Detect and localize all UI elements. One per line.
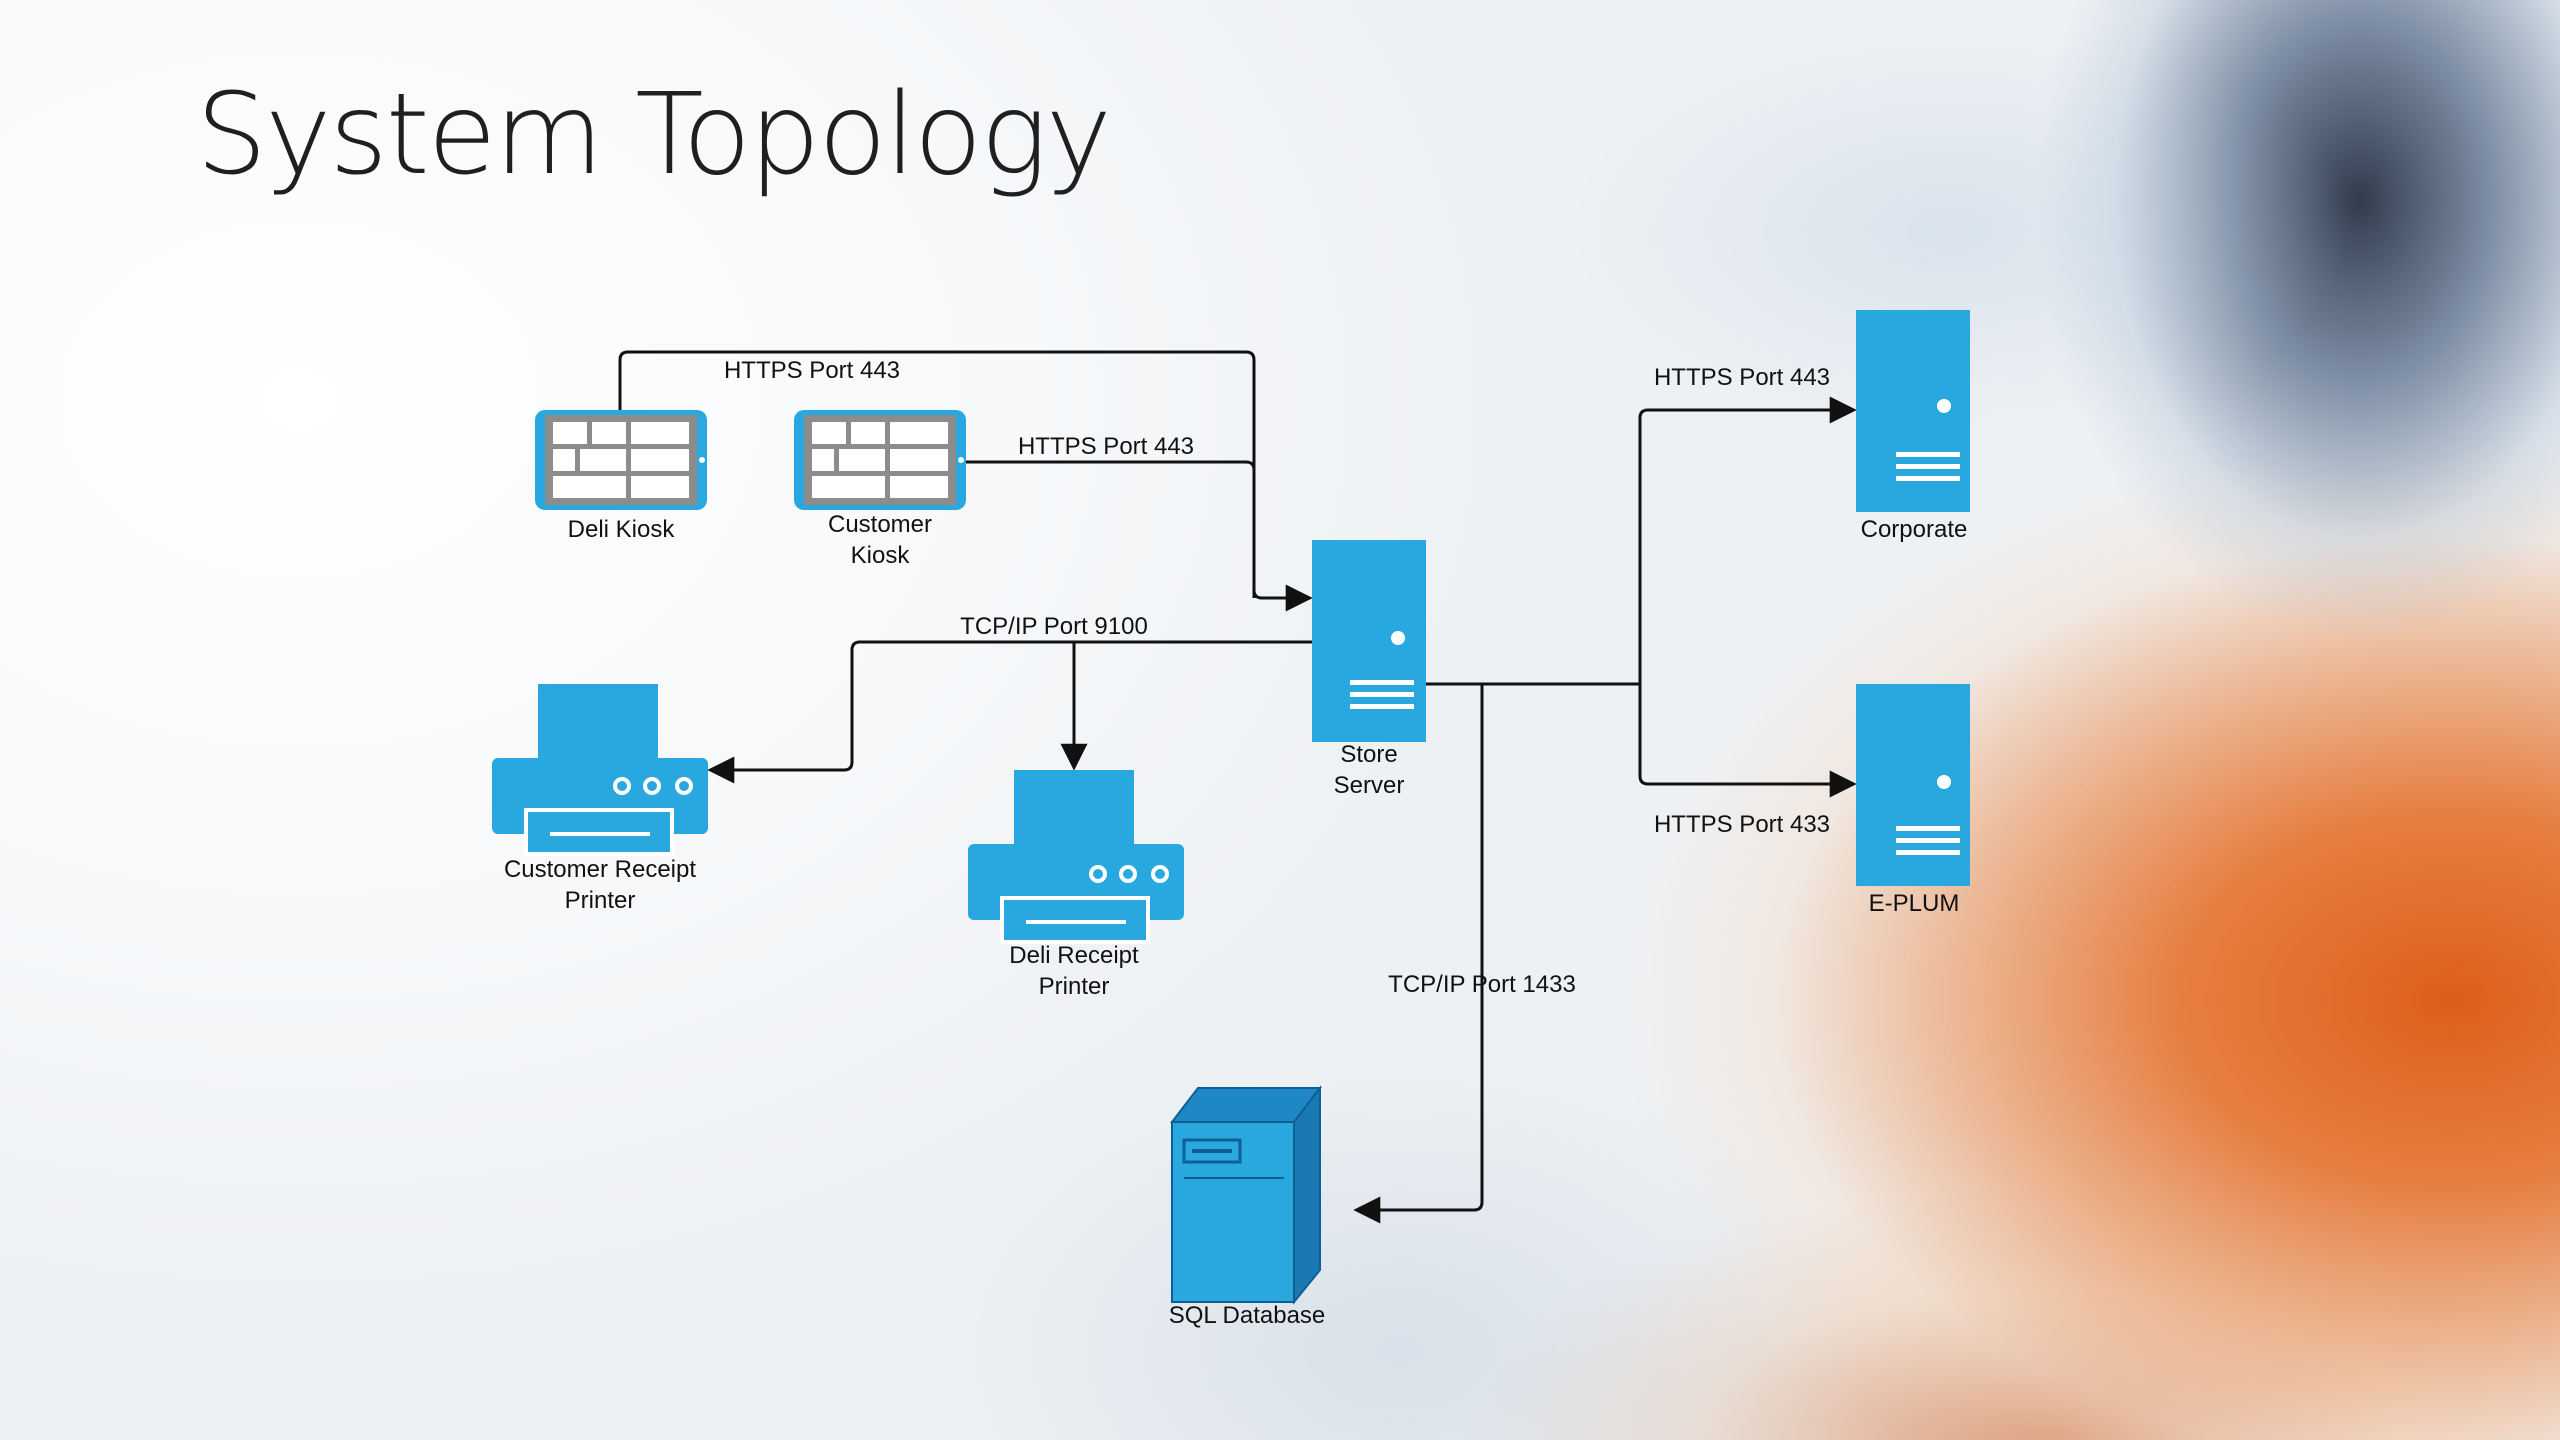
printer-icon [968, 770, 1184, 944]
label-sql-link: TCP/IP Port 1433 [1388, 971, 1576, 998]
label-corporate: Corporate [1861, 516, 1968, 543]
store-server: Store Server [1312, 540, 1426, 799]
label-sql-database: SQL Database [1169, 1302, 1326, 1329]
server-icon [1856, 310, 1970, 512]
label-customer-printer-line2: Printer [565, 887, 636, 914]
customer-receipt-printer: Customer Receipt Printer [492, 684, 708, 914]
label-eplum: E-PLUM [1869, 890, 1960, 917]
label-corporate-link: HTTPS Port 443 [1654, 364, 1830, 391]
eplum-server: E-PLUM [1856, 684, 1970, 917]
server-icon [1312, 540, 1426, 742]
link-server-eplum [1638, 684, 1857, 798]
label-deli-kiosk: Deli Kiosk [568, 516, 676, 543]
sql-database: SQL Database [1169, 1085, 1326, 1329]
link-deli-kiosk-server [618, 350, 1313, 612]
link-customer-kiosk-server [966, 460, 1256, 598]
page-title: System Topology [196, 70, 1112, 200]
tablet-icon [794, 410, 966, 510]
deli-kiosk: Deli Kiosk [535, 410, 707, 543]
corporate-server: Corporate [1856, 310, 1970, 543]
label-deli-printer-line1: Deli Receipt [1009, 942, 1139, 969]
label-deli-printer-line2: Printer [1039, 973, 1110, 1000]
tablet-icon [535, 410, 707, 510]
link-server-customer-printer [707, 640, 1312, 784]
printer-icon [492, 684, 708, 856]
database-server-icon [1169, 1085, 1323, 1305]
customer-kiosk: Customer Kiosk [794, 410, 966, 569]
label-customer-kiosk-line2: Kiosk [851, 542, 911, 569]
label-deli-kiosk-link: HTTPS Port 443 [724, 357, 900, 384]
deli-receipt-printer: Deli Receipt Printer [968, 770, 1184, 1000]
label-customer-kiosk-link: HTTPS Port 443 [1018, 433, 1194, 460]
label-store-server-line2: Server [1334, 772, 1405, 799]
label-customer-printer-line1: Customer Receipt [504, 856, 696, 883]
label-store-server-line1: Store [1340, 741, 1397, 768]
link-server-sql [1353, 684, 1484, 1224]
label-eplum-link: HTTPS Port 433 [1654, 811, 1830, 838]
link-server-corporate [1638, 396, 1857, 684]
label-customer-kiosk-line1: Customer [828, 511, 932, 538]
server-icon [1856, 684, 1970, 886]
label-printer-link: TCP/IP Port 9100 [960, 613, 1148, 640]
